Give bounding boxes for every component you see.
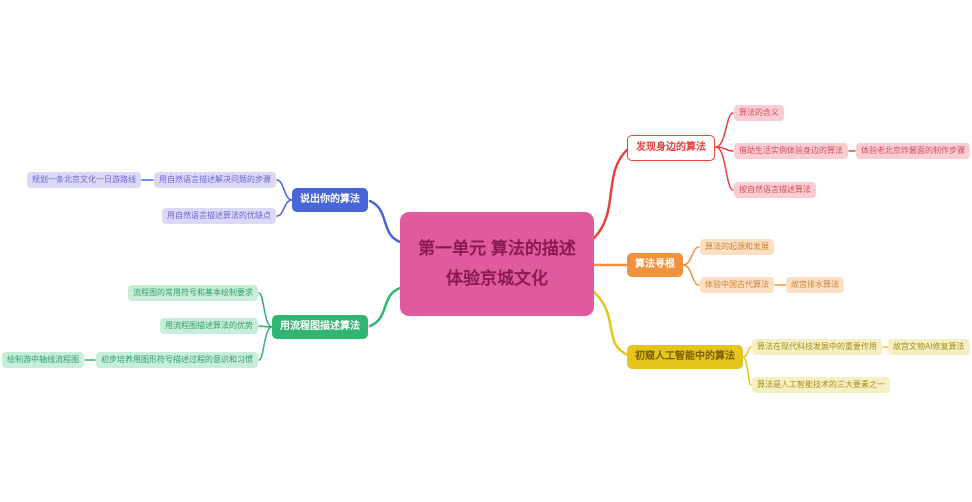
edge-discover-life — [715, 146, 734, 152]
edge-speak-proscons — [276, 199, 293, 217]
edge-ai-elements — [742, 356, 752, 386]
branch-speak[interactable]: 说出你的算法 — [292, 188, 368, 212]
branch-roots[interactable]: 算法寻根 — [627, 253, 683, 277]
branch-ai[interactable]: 初窥人工智能中的算法 — [627, 345, 743, 369]
branch-flowchart[interactable]: 用流程图描述算法 — [272, 315, 368, 339]
central-topic-line2: 体验京城文化 — [446, 269, 548, 288]
edge-center-discover — [592, 147, 630, 240]
leaf-discover-noodles[interactable]: 体验老北京炸酱面的制作步骤 — [856, 143, 970, 159]
edge-center-flowchart — [368, 286, 402, 328]
leaf-flowchart-habit[interactable]: 初步培养用图形符号描述过程的意识和习惯 — [96, 352, 258, 368]
leaf-discover-meaning[interactable]: 算法的含义 — [734, 105, 784, 121]
edge-roots-origin — [682, 246, 700, 266]
edge-flowchart-habit — [258, 326, 273, 361]
central-topic-line1: 第一单元 算法的描述 — [418, 239, 576, 259]
edge-flowchart-advantage — [258, 325, 273, 328]
leaf-speak-steps[interactable]: 用自然语言描述解决问题的步骤 — [154, 172, 276, 188]
leaf-speak-route[interactable]: 规划一条北京文化一日游路线 — [27, 172, 141, 188]
leaf-ai-elements[interactable]: 算法是人工智能技术的三大要素之一 — [752, 377, 890, 393]
leaf-flowchart-axis-map[interactable]: 绘制游中轴线流程图 — [2, 352, 84, 368]
edge-ai-role — [742, 346, 752, 358]
leaf-discover-natural-language[interactable]: 按自然语言描述算法 — [734, 182, 816, 198]
leaf-ai-restore[interactable]: 故宫文物AI修复算法 — [888, 339, 970, 355]
edge-discover-natural — [715, 146, 734, 191]
edge-discover-meaning — [715, 112, 734, 148]
central-topic[interactable]: 第一单元 算法的描述 体验京城文化 — [400, 212, 594, 316]
leaf-flowchart-symbols[interactable]: 流程图的常用符号和基本绘制要求 — [128, 285, 258, 301]
leaf-roots-ancient[interactable]: 体验中国古代算法 — [700, 277, 774, 293]
edge-flowchart-symbols — [258, 292, 273, 328]
edge-speak-steps — [276, 179, 293, 201]
leaf-discover-life-examples[interactable]: 借助生活实例体验身边的算法 — [734, 143, 848, 159]
edge-center-ai — [592, 290, 630, 357]
leaf-roots-drainage[interactable]: 故宫排水算法 — [786, 277, 844, 293]
branch-discover[interactable]: 发现身边的算法 — [627, 135, 715, 161]
edge-center-speak — [368, 199, 402, 244]
leaf-speak-pros-cons[interactable]: 用自然语言描述算法的优缺点 — [162, 208, 276, 224]
leaf-flowchart-advantage[interactable]: 用流程图描述算法的优势 — [160, 318, 258, 334]
edge-roots-ancient — [682, 264, 700, 286]
leaf-ai-role[interactable]: 算法在现代科技发展中的重要作用 — [752, 339, 882, 355]
leaf-roots-origin[interactable]: 算法的起源和发展 — [700, 239, 774, 255]
